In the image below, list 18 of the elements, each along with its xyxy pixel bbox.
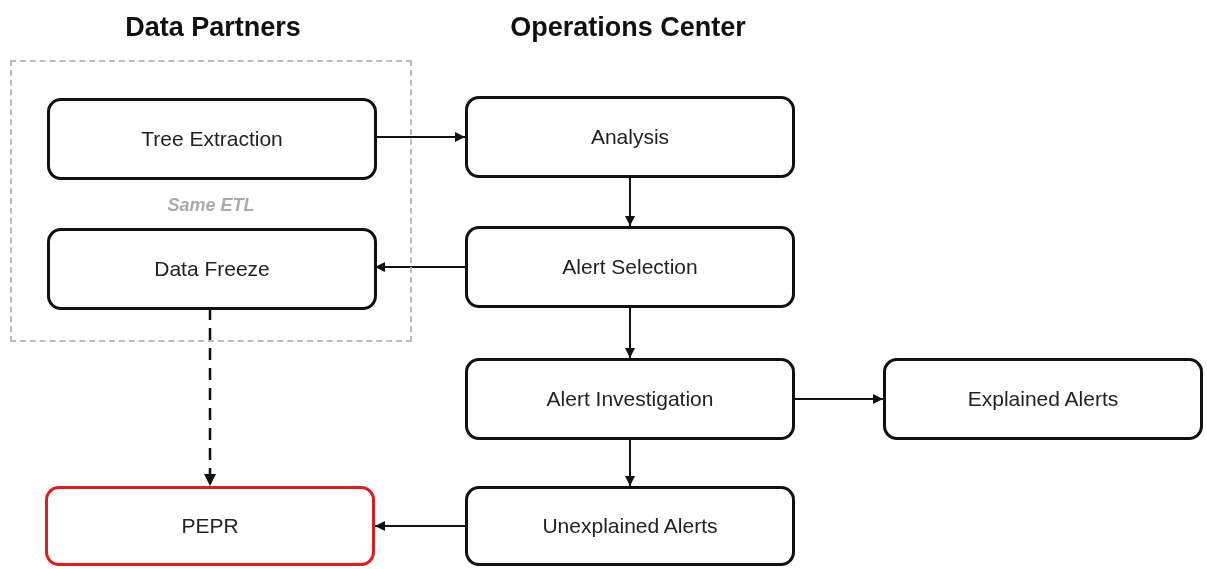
process-box: Tree Extraction (47, 98, 377, 180)
column-heading: Data Partners (125, 12, 301, 43)
arrow (794, 394, 884, 404)
process-box: PEPR (45, 486, 375, 566)
column-heading: Operations Center (510, 12, 746, 43)
arrow (374, 521, 466, 531)
process-box: Unexplained Alerts (465, 486, 795, 566)
process-box: Alert Investigation (465, 358, 795, 440)
process-box: Alert Selection (465, 226, 795, 308)
process-box: Explained Alerts (883, 358, 1203, 440)
arrow (625, 307, 635, 359)
arrow (625, 177, 635, 227)
process-box: Analysis (465, 96, 795, 178)
arrow (625, 439, 635, 487)
arrow (203, 308, 217, 486)
process-box: Data Freeze (47, 228, 377, 310)
dashed-group-frame (10, 60, 412, 342)
group-label: Same ETL (167, 195, 255, 216)
